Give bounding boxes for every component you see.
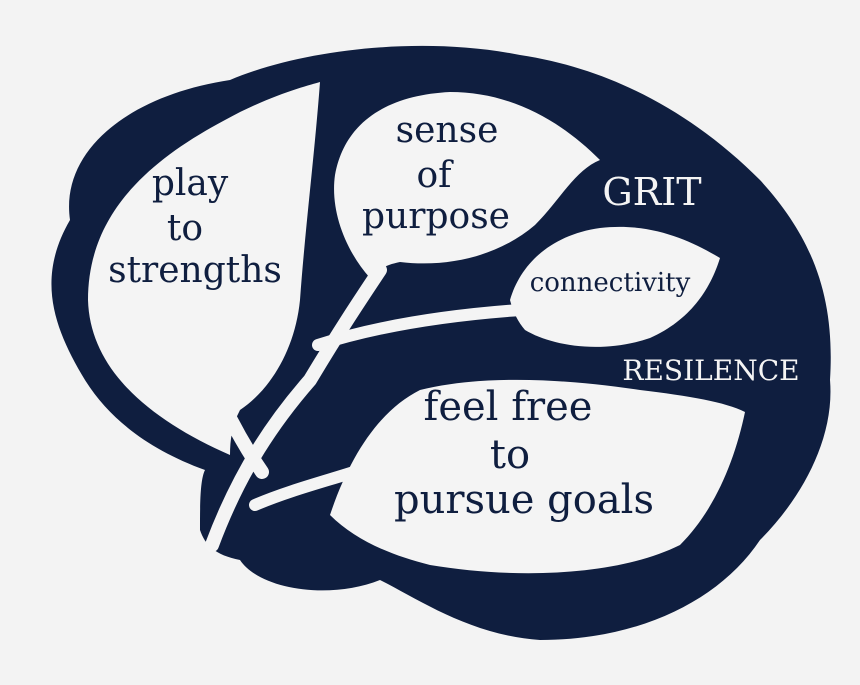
connectivity-label: connectivity [530, 268, 691, 298]
purpose-line-1: sense [396, 110, 499, 151]
brain-labels: GRIT RESILENCE [602, 170, 799, 387]
feel-free-line-3: pursue goals [394, 477, 654, 523]
purpose-line-3: purpose [362, 196, 510, 237]
play-line-2: to [167, 208, 203, 249]
resilence-label: RESILENCE [622, 354, 799, 387]
leaf-texts: play to strengths sense of purpose conne… [108, 110, 690, 523]
leaf-play-to-strengths [88, 82, 320, 455]
feel-free-line-1: feel free [424, 384, 593, 430]
grit-label: GRIT [602, 170, 701, 214]
play-line-3: strengths [108, 250, 282, 291]
leaf-feel-free [330, 379, 745, 574]
leaf-connectivity [510, 226, 720, 347]
stem-trunk [205, 263, 387, 552]
stem-middle [312, 304, 526, 351]
purpose-line-2: of [417, 155, 455, 196]
play-line-1: play [152, 163, 229, 204]
feel-free-line-2: to [490, 432, 530, 478]
leaf-sense-of-purpose [334, 92, 600, 278]
